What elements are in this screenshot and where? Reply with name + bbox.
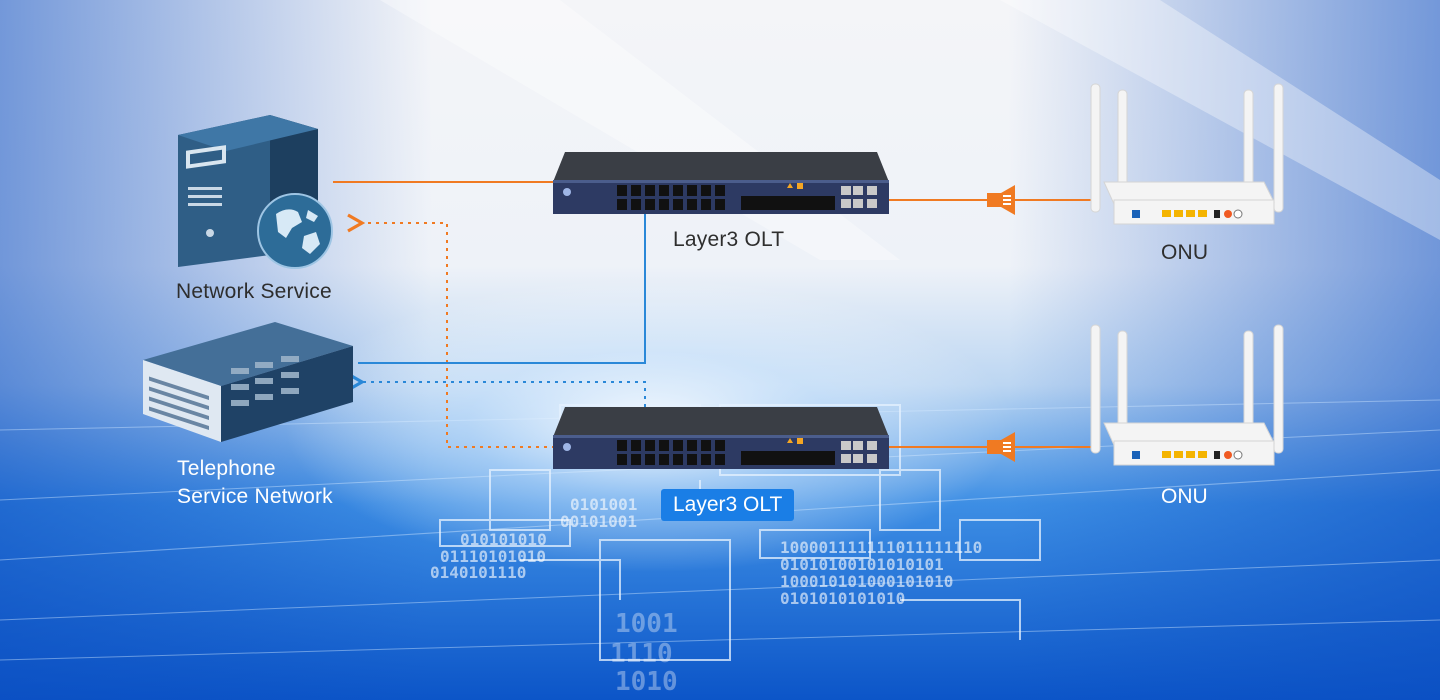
- globe-icon: [257, 193, 333, 269]
- olt-switch-bottom-icon: [553, 407, 889, 469]
- svg-text:100010101000101010: 100010101000101010: [780, 572, 953, 591]
- svg-text:1110: 1110: [610, 639, 673, 669]
- svg-text:1010: 1010: [615, 667, 678, 697]
- dotted-link-to-telephone: [347, 372, 646, 415]
- link-olt-top-telephone: [358, 212, 646, 364]
- label-onu-bottom: ONU: [1161, 485, 1208, 508]
- svg-text:0140101110: 0140101110: [430, 563, 526, 582]
- svg-text:01110101010: 01110101010: [440, 547, 546, 566]
- svg-text:0101010101010: 0101010101010: [780, 589, 905, 608]
- label-onu-top: ONU: [1161, 241, 1209, 264]
- svg-text:1001: 1001: [615, 609, 678, 639]
- svg-text:100001111111011111110: 100001111111011111110: [780, 538, 982, 557]
- label-olt-bottom: Layer3 OLT: [661, 489, 795, 521]
- optical-splitter-top-icon: [987, 185, 1015, 215]
- svg-text:010101010: 010101010: [460, 530, 547, 549]
- label-telephone-line1: Telephone: [177, 457, 276, 480]
- wifi-router-top-icon: [1090, 83, 1284, 225]
- label-network-service: Network Service: [176, 280, 332, 303]
- svg-text:01010100101010101: 01010100101010101: [780, 555, 944, 574]
- svg-text:0101001: 0101001: [570, 495, 637, 514]
- telephone-network-rack-icon: [143, 322, 353, 442]
- wifi-router-bottom-icon: [1090, 324, 1284, 466]
- svg-text:00101001: 00101001: [560, 512, 637, 531]
- label-olt-top: Layer3 OLT: [673, 228, 785, 251]
- dotted-link-to-network-service: [347, 213, 555, 448]
- optical-splitter-bottom-icon: [987, 432, 1015, 462]
- label-telephone-line2: Service Network: [177, 485, 333, 508]
- olt-switch-top-icon: [553, 152, 889, 214]
